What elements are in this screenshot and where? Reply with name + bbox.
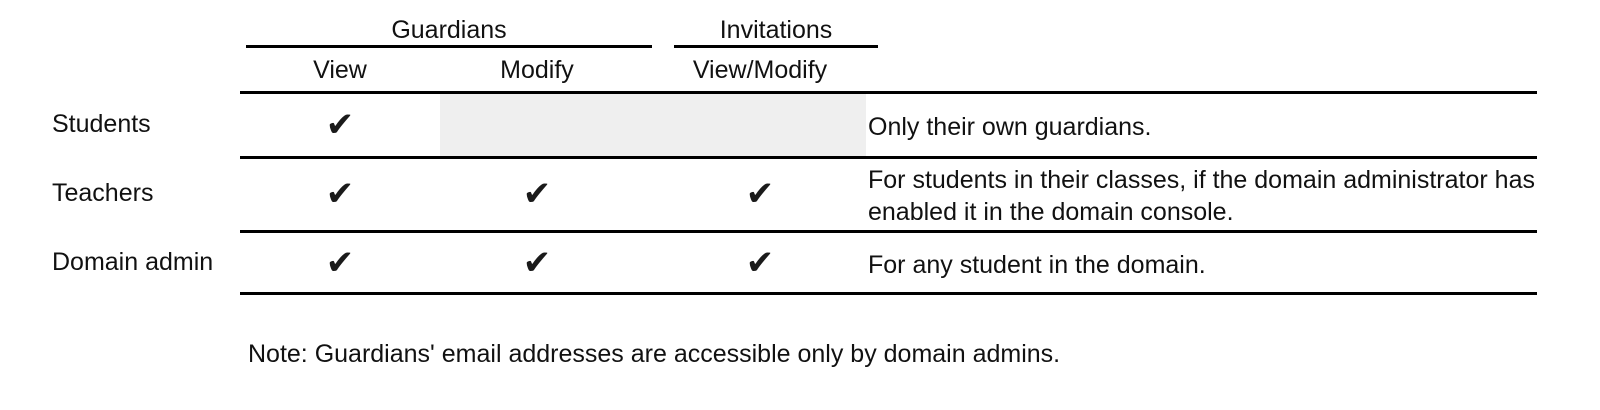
column-group-invitations: Invitations (719, 16, 833, 44)
header-bottom-rule (240, 91, 1537, 94)
row-rule-after-teachers (240, 230, 1537, 233)
footnote-note: Note: Guardians' email addresses are acc… (248, 340, 1061, 368)
row-label-teachers: Teachers (52, 179, 154, 207)
column-header-view-modify: View/Modify (692, 56, 828, 84)
cell-students-guardians-view: ✔ (325, 105, 355, 145)
row-label-students: Students (52, 110, 151, 138)
row-description-teachers: For students in their classes, if the do… (868, 166, 1535, 226)
cell-domain-admin-guardians-view: ✔ (325, 243, 355, 283)
column-header-view: View (313, 56, 367, 84)
cell-domain-admin-guardians-modify: ✔ (522, 243, 552, 283)
row-rule-after-students (240, 156, 1537, 159)
disabled-cell-students-modify (440, 94, 866, 156)
cell-teachers-guardians-modify: ✔ (522, 174, 552, 214)
group-rule-invitations (674, 45, 878, 48)
cell-teachers-guardians-view: ✔ (325, 174, 355, 214)
column-group-guardians: Guardians (391, 16, 507, 44)
column-header-modify: Modify (500, 56, 574, 84)
row-description-domain-admin: For any student in the domain. (868, 251, 1206, 279)
row-description-students: Only their own guardians. (868, 113, 1152, 141)
table-bottom-rule (240, 292, 1537, 295)
cell-teachers-invitations-view-modify: ✔ (745, 174, 775, 214)
cell-domain-admin-invitations-view-modify: ✔ (745, 243, 775, 283)
row-label-domain-admin: Domain admin (52, 248, 214, 276)
group-rule-guardians (246, 45, 652, 48)
